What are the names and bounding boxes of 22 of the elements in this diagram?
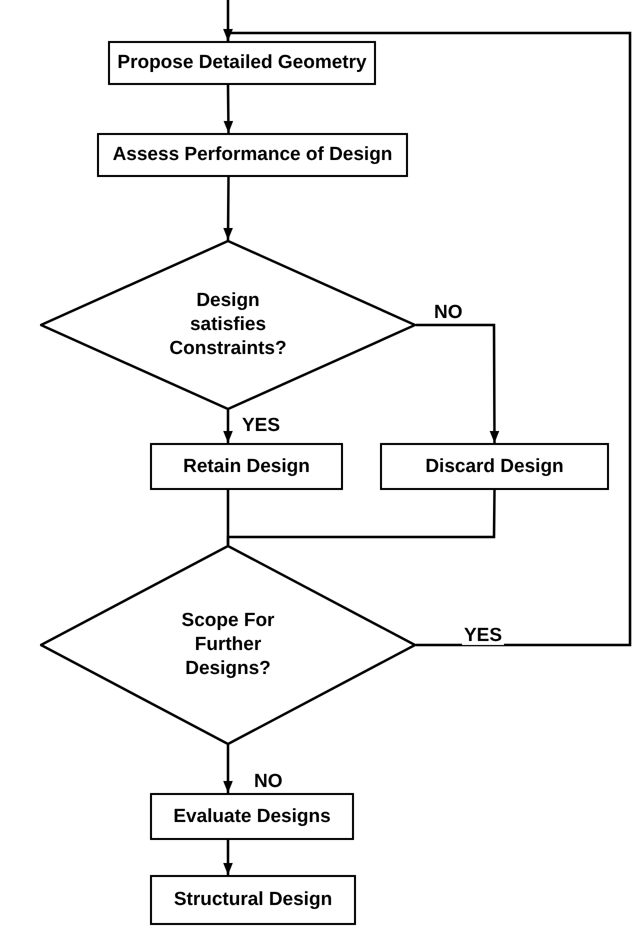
node-label: Assess Performance of Design <box>112 143 392 167</box>
arrow <box>223 177 233 240</box>
process-box <box>150 875 356 925</box>
arrow <box>416 324 500 443</box>
node-label: Structural Design <box>174 888 332 912</box>
process-box <box>108 41 376 85</box>
process-box <box>97 133 408 177</box>
node-label: Discard Design <box>425 454 564 478</box>
node-label: Propose Detailed Geometry <box>117 51 367 75</box>
node-label: Retain Design <box>183 454 310 478</box>
edge-label: YES <box>462 626 504 645</box>
arrow <box>223 410 233 443</box>
node-label: Evaluate Designs <box>173 804 331 828</box>
node-label: Design satisfies Constraints? <box>168 289 288 361</box>
process-box <box>150 443 343 490</box>
node-label: Scope For Further Designs? <box>180 609 276 681</box>
arrow <box>224 84 234 134</box>
arrow <box>223 840 233 875</box>
arrow <box>223 745 233 793</box>
process-box <box>380 443 609 490</box>
arrow <box>223 29 632 646</box>
process-box <box>150 793 354 840</box>
